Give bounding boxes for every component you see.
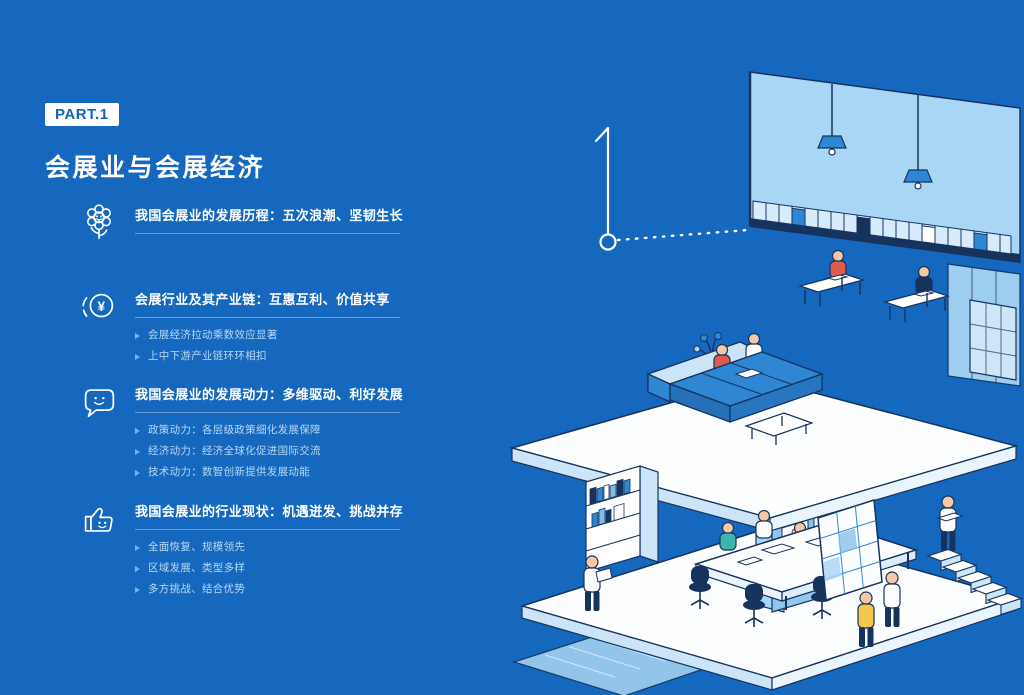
bullet-text: 区域发展、类型多样 (148, 562, 246, 574)
divider (135, 529, 400, 530)
section-heading: 会展行业及其产业链：互惠互利、价值共享 (135, 292, 390, 307)
section-industry-chain: ¥ 会展行业及其产业链：互惠互利、价值共享 会展经济拉动乘数效应显著 上中下游产… (78, 290, 428, 367)
presentation-board (817, 499, 883, 601)
bullet-list: 全面恢复、规模领先 区域发展、类型多样 多方挑战、结合优势 (135, 537, 403, 600)
divider (135, 317, 400, 318)
bullet-list: 政策动力：各层级政策细化发展保障 经济动力：经济全球化促进国际交流 技术动力：数… (135, 420, 403, 483)
office-illustration (509, 71, 1023, 695)
bullet-text: 多方挑战、结合优势 (148, 583, 246, 595)
sofa-group (646, 332, 824, 423)
marker-pin (594, 126, 750, 251)
bullet-arrow-icon (135, 448, 140, 455)
pendant-lamps (817, 84, 933, 190)
bullet-text: 政策动力：各层级政策细化发展保障 (148, 424, 321, 436)
bullet-item: 会展经济拉动乘数效应显著 (135, 325, 400, 346)
part-badge: PART.1 (45, 103, 119, 126)
section-heading: 我国会展业的行业现状：机遇迸发、挑战并存 (135, 504, 404, 519)
bullet-arrow-icon (135, 565, 140, 572)
section-heading: 我国会展业的发展动力：多维驱动、利好发展 (135, 387, 404, 402)
bullet-text: 经济动力：经济全球化促进国际交流 (148, 445, 321, 457)
section-current-status: 我国会展业的行业现状：机遇迸发、挑战并存 全面恢复、规模领先 区域发展、类型多样… (78, 502, 428, 600)
bookshelf (585, 465, 659, 573)
section-heading: 我国会展业的发展历程：五次浪潮、坚韧生长 (135, 208, 404, 223)
bullet-item: 区域发展、类型多样 (135, 558, 403, 579)
thumbs-up-icon (78, 498, 120, 540)
standing-people (583, 495, 964, 648)
bullet-arrow-icon (135, 469, 140, 476)
bullet-item: 政策动力：各层级政策细化发展保障 (135, 420, 403, 441)
flower-icon (78, 202, 120, 244)
section-driving-forces: 我国会展业的发展动力：多维驱动、利好发展 政策动力：各层级政策细化发展保障 经济… (78, 385, 428, 483)
book-row (752, 200, 1012, 255)
stairs (926, 548, 1023, 616)
bullet-arrow-icon (135, 586, 140, 593)
bullet-text: 上中下游产业链环环相扣 (148, 350, 267, 362)
bullet-item: 全面恢复、规模领先 (135, 537, 403, 558)
chat-icon (78, 381, 120, 423)
bullet-item: 多方挑战、结合优势 (135, 579, 403, 600)
bullet-text: 会展经济拉动乘数效应显著 (148, 329, 278, 341)
divider (135, 233, 400, 234)
window-blocks (969, 299, 1017, 381)
yen-glyph: ¥ (98, 299, 106, 314)
bullet-arrow-icon (135, 427, 140, 434)
bullet-arrow-icon (135, 332, 140, 339)
counter-people (797, 249, 951, 322)
divider (135, 412, 400, 413)
bullet-arrow-icon (135, 353, 140, 360)
bullet-text: 全面恢复、规模领先 (148, 541, 246, 553)
bullet-item: 经济动力：经济全球化促进国际交流 (135, 441, 403, 462)
bullet-item: 技术动力：数智创新提供发展动能 (135, 462, 403, 483)
bullet-arrow-icon (135, 544, 140, 551)
section-history: 我国会展业的发展历程：五次浪潮、坚韧生长 (78, 204, 428, 244)
coin-icon: ¥ (78, 286, 120, 328)
bullet-item: 上中下游产业链环环相扣 (135, 346, 400, 367)
top-wall (748, 71, 1021, 263)
bullet-list: 会展经济拉动乘数效应显著 上中下游产业链环环相扣 (135, 325, 400, 367)
coffee-table (744, 412, 814, 445)
page-title: 会展业与会展经济 (45, 153, 266, 182)
bullet-text: 技术动力：数智创新提供发展动能 (148, 466, 310, 478)
